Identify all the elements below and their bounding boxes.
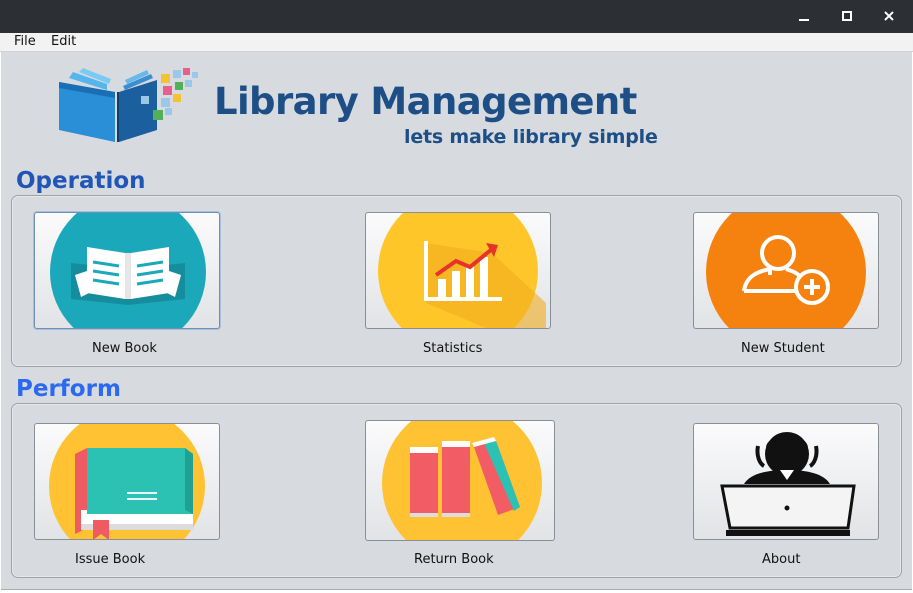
operation-heading: Operation [16, 168, 146, 194]
maximize-icon[interactable] [836, 6, 858, 26]
issue-book-icon [49, 424, 205, 539]
window-bottom-edge [0, 589, 913, 593]
minimize-icon[interactable] [793, 6, 815, 26]
menu-file[interactable]: File [14, 34, 36, 49]
about-label: About [762, 552, 801, 567]
person-laptop-icon [720, 432, 856, 536]
statistics-label: Statistics [423, 341, 483, 356]
about-button[interactable] [693, 423, 879, 540]
return-book-button[interactable] [365, 420, 555, 541]
app-title: Library Management [214, 80, 637, 123]
perform-heading: Perform [16, 376, 121, 402]
close-icon[interactable] [878, 6, 900, 26]
new-student-button[interactable] [693, 212, 879, 329]
issue-book-label: Issue Book [75, 552, 146, 567]
app-subtitle: lets make library simple [404, 126, 658, 148]
reading-book-icon [50, 213, 206, 328]
statistics-button[interactable] [365, 212, 551, 329]
new-student-label: New Student [741, 341, 825, 356]
new-book-button[interactable] [34, 212, 220, 329]
return-book-label: Return Book [414, 552, 494, 567]
menu-bar: File Edit [0, 33, 913, 52]
menu-edit[interactable]: Edit [51, 34, 77, 49]
library-logo-icon [57, 68, 207, 148]
new-book-label: New Book [92, 341, 157, 356]
return-books-icon [382, 421, 542, 540]
growth-chart-icon [378, 213, 546, 328]
issue-book-button[interactable] [34, 423, 220, 540]
add-user-icon [706, 213, 866, 328]
window-title-bar [0, 0, 913, 33]
